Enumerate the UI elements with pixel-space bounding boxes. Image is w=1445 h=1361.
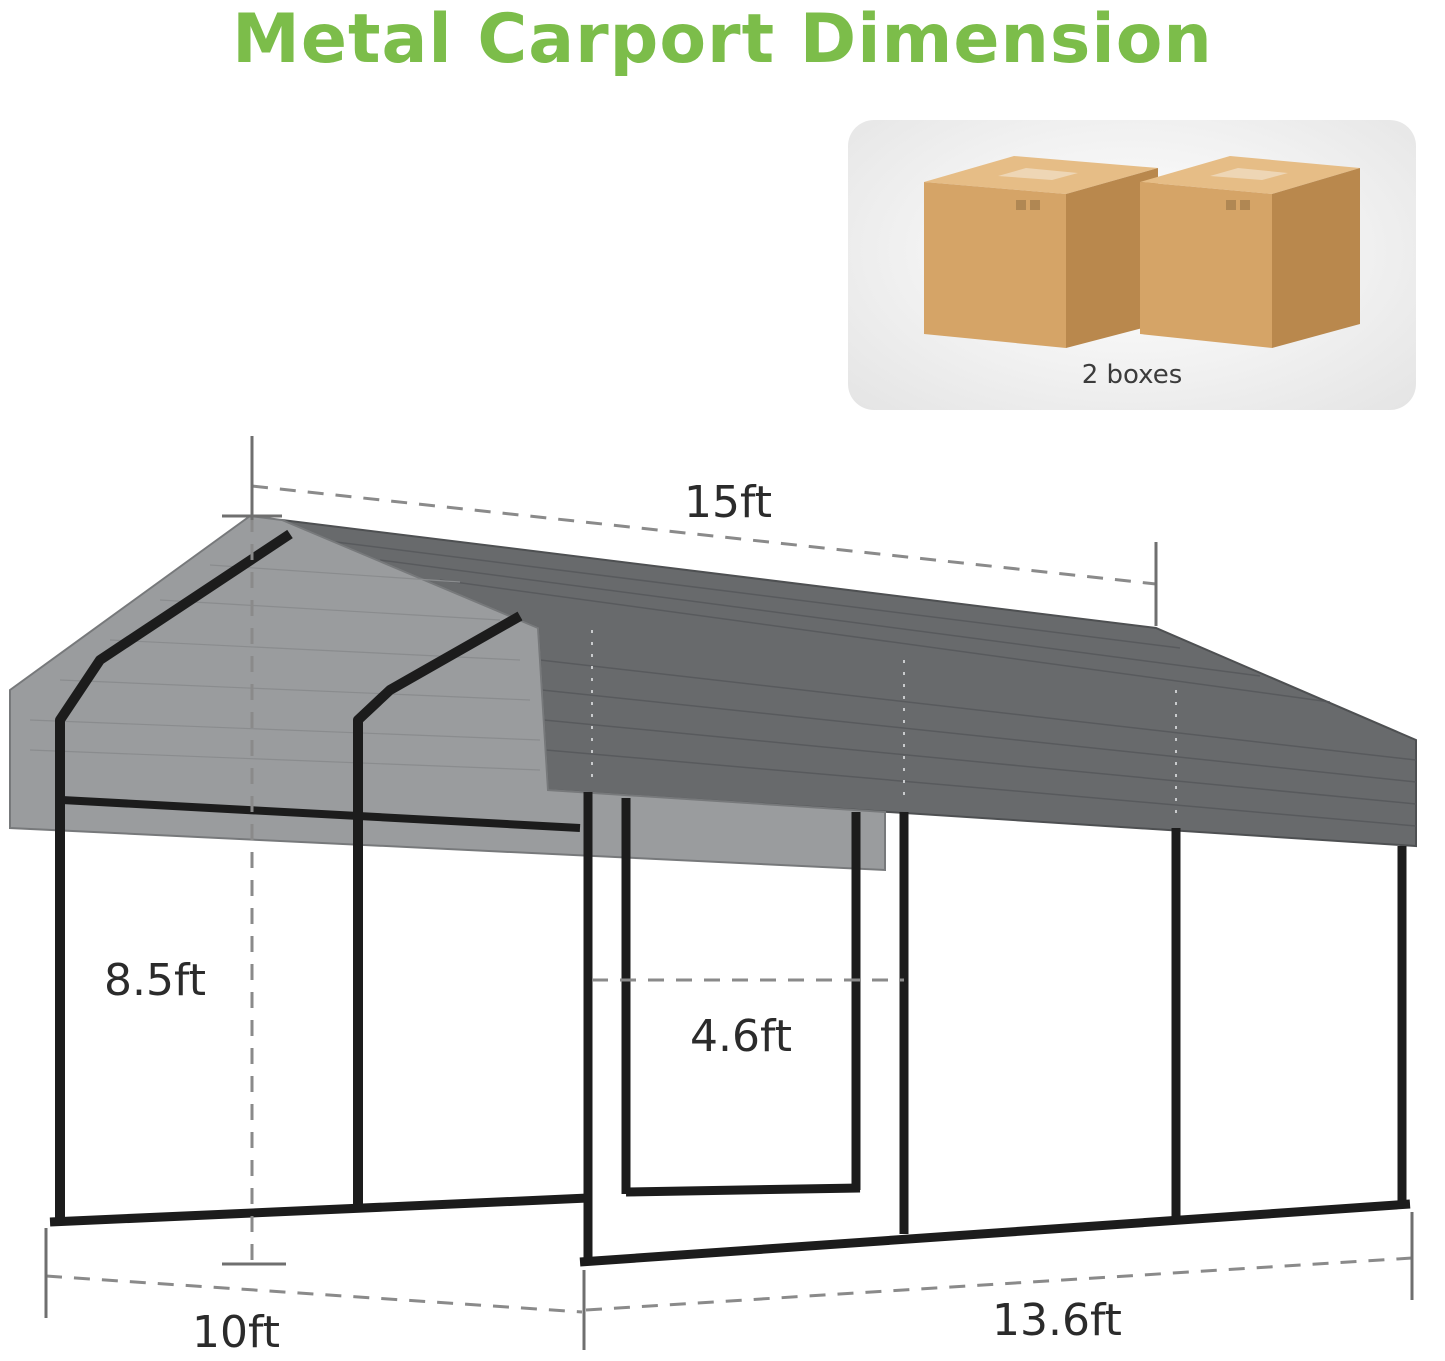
base-rail	[49, 1193, 589, 1227]
dimension-side-height: 4.6ft	[690, 1011, 792, 1062]
box-2	[1140, 156, 1360, 348]
rear-arch	[353, 611, 523, 1205]
box-caption: 2 boxes	[1081, 360, 1183, 390]
dimension-peak-height: 8.5ft	[104, 955, 206, 1006]
page-title: Metal Carport Dimension	[232, 0, 1213, 79]
package-card: 2 boxes	[848, 120, 1416, 410]
base-rail	[625, 1183, 861, 1197]
dim-line-length	[251, 484, 1157, 586]
base-rail	[579, 1199, 1411, 1267]
dimension-width: 10ft	[192, 1307, 280, 1358]
dim-line-width	[45, 1274, 583, 1314]
box-icon	[924, 156, 1360, 348]
dimension-depth: 13.6ft	[992, 1295, 1122, 1346]
box-1	[924, 156, 1158, 348]
front-arch	[55, 529, 293, 1222]
dimension-length: 15ft	[684, 477, 772, 528]
